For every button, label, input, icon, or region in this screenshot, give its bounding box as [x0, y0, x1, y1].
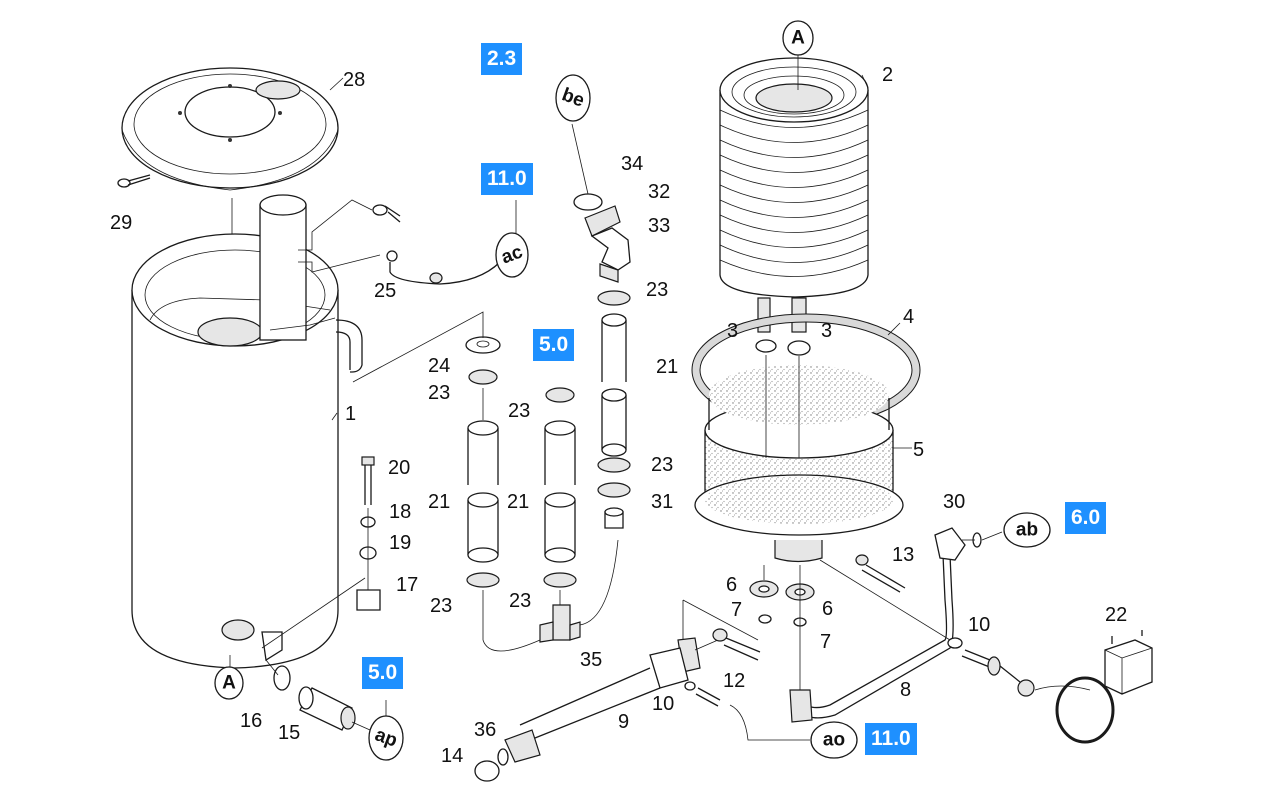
part-number-21: 21: [507, 491, 529, 513]
part-number-5: 5: [913, 439, 924, 461]
hose-left: [466, 369, 541, 652]
part-number-10: 10: [652, 693, 674, 715]
connection-bubble-A-bottom: A: [214, 666, 244, 700]
connection-bubble-be: be: [555, 74, 591, 122]
reference-link-hoses[interactable]: 5.0: [533, 329, 575, 361]
part-number-17: 17: [396, 574, 418, 596]
part-number-34: 34: [621, 153, 643, 175]
part-number-21: 21: [656, 356, 678, 378]
part-number-7: 7: [731, 599, 742, 621]
part-number-9: 9: [618, 711, 629, 733]
part-number-8: 8: [900, 679, 911, 701]
part-number-7: 7: [820, 631, 831, 653]
part-number-3: 3: [727, 320, 738, 342]
part-number-labels: 28 29 2 34 32 33 25 23 3 3 4 24 23 21 1 …: [110, 64, 1127, 767]
svg-text:ao: ao: [823, 730, 845, 751]
part-number-23: 23: [430, 595, 452, 617]
part-number-6: 6: [822, 598, 833, 620]
svg-text:A: A: [791, 28, 805, 49]
part-number-23: 23: [509, 590, 531, 612]
part-number-20: 20: [388, 457, 410, 479]
part-number-23: 23: [646, 279, 668, 301]
svg-text:ab: ab: [1016, 520, 1038, 541]
part-number-1: 1: [345, 403, 356, 425]
part-number-4: 4: [903, 306, 914, 328]
part-number-33: 33: [648, 215, 670, 237]
part-number-32: 32: [648, 181, 670, 203]
reference-link-ao[interactable]: 11.0: [865, 723, 917, 755]
part-number-22: 22: [1105, 604, 1127, 626]
part-number-19: 19: [389, 532, 411, 554]
part-number-36: 36: [474, 719, 496, 741]
part-number-16: 16: [240, 710, 262, 732]
part-number-6: 6: [726, 574, 737, 596]
valve-assembly: [504, 599, 810, 763]
reference-link-ap[interactable]: 5.0: [362, 657, 404, 689]
part-number-2: 2: [882, 64, 893, 86]
lid-part: [121, 67, 339, 191]
connection-bubble-A-top: A: [782, 20, 814, 56]
part-number-21: 21: [428, 491, 450, 513]
part-number-23: 23: [508, 400, 530, 422]
part-number-12: 12: [723, 670, 745, 692]
part-number-18: 18: [389, 501, 411, 523]
reference-link-be[interactable]: 2.3: [481, 43, 523, 75]
part-number-23: 23: [651, 454, 673, 476]
hose-middle: [543, 387, 577, 605]
part-number-24: 24: [428, 355, 450, 377]
connection-bubble-ab: ab: [1003, 512, 1051, 548]
ignition-transformer: [1104, 630, 1153, 695]
heating-coil: [719, 55, 869, 333]
part-number-23: 23: [428, 382, 450, 404]
reference-link-ab[interactable]: 6.0: [1065, 502, 1107, 534]
part-number-25: 25: [374, 280, 396, 302]
svg-text:A: A: [222, 673, 236, 694]
screw-part: [117, 174, 151, 188]
connection-bubble-ap: ap: [351, 700, 404, 761]
part-number-13: 13: [892, 544, 914, 566]
hose-right: [597, 290, 631, 529]
tank-part: [131, 194, 363, 669]
part-number-35: 35: [580, 649, 602, 671]
connection-bubble-ao: ao: [810, 721, 858, 759]
reference-link-ac[interactable]: 11.0: [481, 163, 533, 195]
part-number-14: 14: [441, 745, 463, 767]
part-number-29: 29: [110, 212, 132, 234]
connection-bubble-ac: ac: [495, 232, 529, 278]
part-number-31: 31: [651, 491, 673, 513]
part-number-28: 28: [343, 69, 365, 91]
part-number-3: 3: [821, 320, 832, 342]
part-number-30: 30: [943, 491, 965, 513]
part-number-15: 15: [278, 722, 300, 744]
part-number-10: 10: [968, 614, 990, 636]
tee-fitting: [539, 539, 619, 643]
